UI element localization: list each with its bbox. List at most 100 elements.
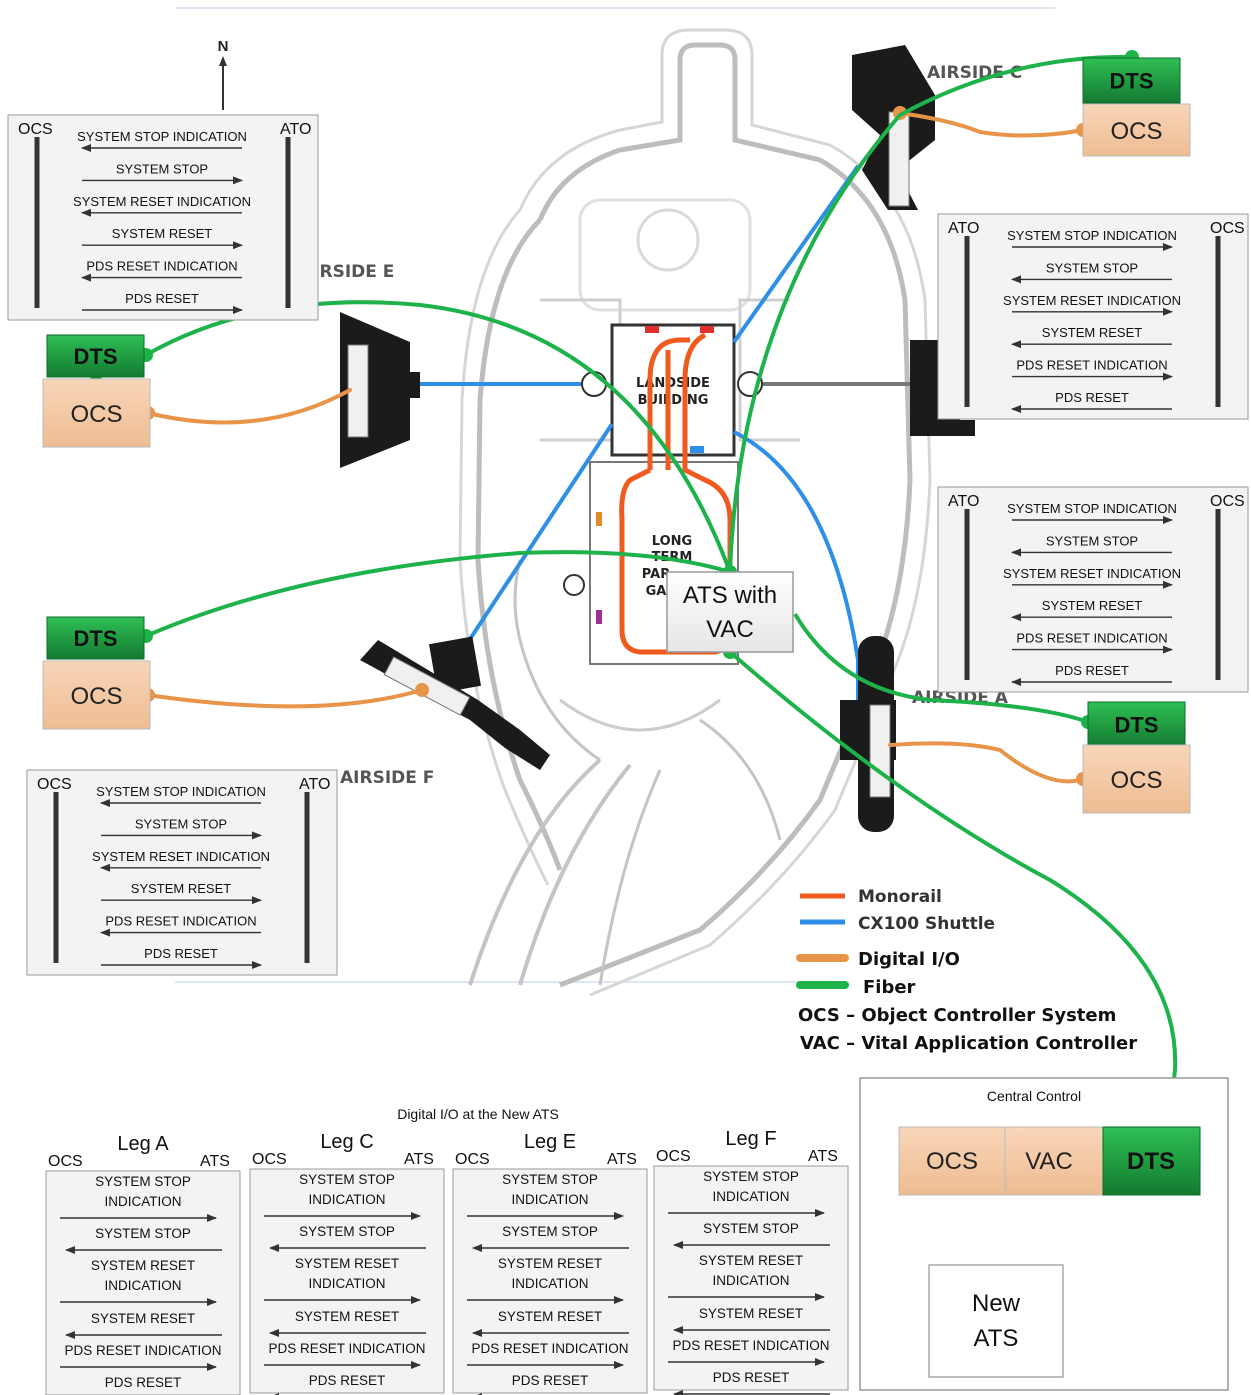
node-boxes: DTS DTS DTS DTS OCS OCS OCS OCS bbox=[42, 57, 1191, 814]
signal-panel-airside-a-signal-4: SYSTEM RESET bbox=[1042, 598, 1142, 613]
signal-panel-airside-c-signal-4: SYSTEM RESET bbox=[1042, 325, 1142, 340]
legend-fiber: Fiber bbox=[863, 977, 916, 998]
parking-label-3: PAR bbox=[642, 567, 670, 582]
dts-box-a: DTS bbox=[1087, 701, 1186, 748]
ocs-box-e: OCS bbox=[42, 378, 151, 448]
signal-panel-airside-a-signal-5: PDS RESET INDICATION bbox=[1016, 631, 1167, 646]
leg-table-e-signal-5-line-1: PDS RESET INDICATION bbox=[471, 1341, 628, 1356]
signal-panel-airside-c-signal-1: SYSTEM STOP INDICATION bbox=[1007, 228, 1177, 243]
leg-table-f-signal-1-line-2: INDICATION bbox=[713, 1189, 790, 1204]
bottom-title: Digital I/O at the New ATS bbox=[397, 1106, 559, 1122]
ocs-box-f: OCS bbox=[42, 660, 151, 730]
signal-panel-airside-e-signal-2: SYSTEM STOP bbox=[116, 161, 208, 176]
signal-panel-airside-a: ATO OCS SYSTEM STOP INDICATION SYSTEM STOP S… bbox=[937, 486, 1249, 693]
signal-panel-airside-f-signal-5: PDS RESET INDICATION bbox=[105, 914, 256, 929]
ats-vac-label-1: ATS with bbox=[683, 582, 777, 609]
leg-table-c-signal-3-line-1: SYSTEM RESET bbox=[295, 1256, 399, 1271]
legend: Monorail CX100 Shuttle Digital I/O Fiber… bbox=[796, 887, 1137, 1054]
signal-panel-airside-a-signal-2: SYSTEM STOP bbox=[1046, 533, 1138, 548]
legend-ocs-definition: OCS – Object Controller System bbox=[798, 1005, 1116, 1026]
signal-panel-airside-e-left-label: OCS bbox=[18, 121, 53, 138]
new-ats-label-2: ATS bbox=[974, 1325, 1019, 1352]
landside-building bbox=[610, 323, 736, 457]
ocs-box-a-label: OCS bbox=[1110, 767, 1162, 794]
signal-panel-airside-e-signal-6: PDS RESET bbox=[125, 291, 199, 306]
signal-panel-airside-a-signal-1: SYSTEM STOP INDICATION bbox=[1007, 501, 1177, 516]
leg-table-c-signal-1-line-1: SYSTEM STOP bbox=[299, 1172, 395, 1187]
airside-e-building bbox=[340, 312, 420, 468]
dts-box-e: DTS bbox=[46, 334, 145, 378]
legend-digital-io: Digital I/O bbox=[858, 949, 960, 970]
leg-table-f-signal-3-line-1: SYSTEM RESET bbox=[699, 1253, 803, 1268]
leg-table-f-ats-label: ATS bbox=[808, 1148, 838, 1165]
signal-panel-airside-f-signal-6: PDS RESET bbox=[144, 946, 218, 961]
leg-table-e-signal-4-line-1: SYSTEM RESET bbox=[498, 1309, 602, 1324]
central-title: Central Control bbox=[987, 1088, 1081, 1104]
dts-box-c: DTS bbox=[1082, 57, 1181, 104]
north-label: N bbox=[218, 38, 229, 55]
dts-box-f-label: DTS bbox=[74, 626, 118, 651]
signal-panel-airside-a-signal-3: SYSTEM RESET INDICATION bbox=[1003, 566, 1181, 581]
dts-box-e-label: DTS bbox=[74, 344, 118, 369]
leg-table-e-signal-6-line-1: PDS RESET bbox=[512, 1373, 589, 1388]
signal-panel-airside-a-left-label: ATO bbox=[948, 493, 979, 510]
ats-vac-box: ATS with VAC bbox=[666, 571, 794, 653]
signal-panel-airside-e-signal-4: SYSTEM RESET bbox=[112, 226, 212, 241]
signal-panel-airside-c-signal-6: PDS RESET bbox=[1055, 390, 1129, 405]
signal-panel-airside-a-signal-6: PDS RESET bbox=[1055, 663, 1129, 678]
ocs-box-a: OCS bbox=[1082, 744, 1191, 814]
central-vac-label: VAC bbox=[1025, 1148, 1073, 1175]
signal-panel-airside-a-right-label: OCS bbox=[1210, 493, 1245, 510]
leg-table-f-signal-2-line-1: SYSTEM STOP bbox=[703, 1221, 799, 1236]
central-control: Central Control OCS VAC DTS New ATS bbox=[859, 1077, 1229, 1391]
leg-table-e-signal-1-line-2: INDICATION bbox=[512, 1192, 589, 1207]
leg-table-c-signal-5-line-1: PDS RESET INDICATION bbox=[268, 1341, 425, 1356]
leg-table-c-signal-4-line-1: SYSTEM RESET bbox=[295, 1309, 399, 1324]
legend-vac-definition: VAC – Vital Application Controller bbox=[800, 1033, 1137, 1054]
airport-map: LANDSIDE BUILDING LONG TERM PAR GA bbox=[218, 28, 1022, 997]
road-west-loop bbox=[475, 218, 563, 871]
airside-f-building bbox=[360, 636, 550, 770]
parking-label-1: LONG bbox=[652, 534, 692, 549]
ocs-box-c: OCS bbox=[1082, 103, 1191, 157]
landside-label-2: BUILDING bbox=[638, 393, 709, 408]
leg-table-f-signal-1-line-1: SYSTEM STOP bbox=[703, 1169, 799, 1184]
airside-c-building bbox=[852, 45, 935, 210]
leg-table-c-title: Leg C bbox=[320, 1131, 373, 1153]
leg-table-c-signal-3-line-2: INDICATION bbox=[309, 1276, 386, 1291]
dts-box-a-label: DTS bbox=[1115, 713, 1159, 738]
signal-panels: OCS ATO SYSTEM STOP INDICATION SYSTEM STOP S… bbox=[7, 114, 1249, 976]
leg-tables: Leg A OCS ATS SYSTEM STOP INDICATION SYSTEM S… bbox=[45, 1128, 849, 1395]
leg-table-e-signal-1-line-1: SYSTEM STOP bbox=[502, 1172, 598, 1187]
shuttle-lines bbox=[415, 164, 860, 700]
leg-table-f-signal-6-line-1: PDS RESET bbox=[713, 1370, 790, 1385]
signal-panel-airside-c-signal-3: SYSTEM RESET INDICATION bbox=[1003, 293, 1181, 308]
signal-panel-airside-e-signal-5: PDS RESET INDICATION bbox=[86, 259, 237, 274]
airside-a-building bbox=[840, 636, 896, 832]
signal-panel-airside-f-right-label: ATO bbox=[299, 776, 330, 793]
leg-table-c-ocs-label: OCS bbox=[252, 1151, 287, 1168]
signal-panel-airside-e-signal-3: SYSTEM RESET INDICATION bbox=[73, 194, 251, 209]
leg-table-a-signal-5-line-1: PDS RESET INDICATION bbox=[64, 1343, 221, 1358]
leg-table-e-title: Leg E bbox=[524, 1131, 576, 1153]
leg-table-f-signal-5-line-1: PDS RESET INDICATION bbox=[672, 1338, 829, 1353]
leg-table-f-signal-4-line-1: SYSTEM RESET bbox=[699, 1306, 803, 1321]
landside-label-1: LANDSIDE bbox=[636, 376, 710, 391]
signal-panel-airside-f-signal-3: SYSTEM RESET INDICATION bbox=[92, 849, 270, 864]
leg-table-e-signal-2-line-1: SYSTEM STOP bbox=[502, 1224, 598, 1239]
signal-panel-airside-f-signal-2: SYSTEM STOP bbox=[135, 816, 227, 831]
leg-table-a-title: Leg A bbox=[117, 1133, 169, 1155]
ocs-box-c-label: OCS bbox=[1110, 118, 1162, 145]
leg-table-c-signal-2-line-1: SYSTEM STOP bbox=[299, 1224, 395, 1239]
signal-panel-airside-e-signal-1: SYSTEM STOP INDICATION bbox=[77, 129, 247, 144]
central-dts-label: DTS bbox=[1127, 1148, 1175, 1175]
signal-panel-airside-f-signal-4: SYSTEM RESET bbox=[131, 881, 231, 896]
parking-label-4: GA bbox=[646, 584, 667, 599]
leg-table-e-signal-3-line-1: SYSTEM RESET bbox=[498, 1256, 602, 1271]
